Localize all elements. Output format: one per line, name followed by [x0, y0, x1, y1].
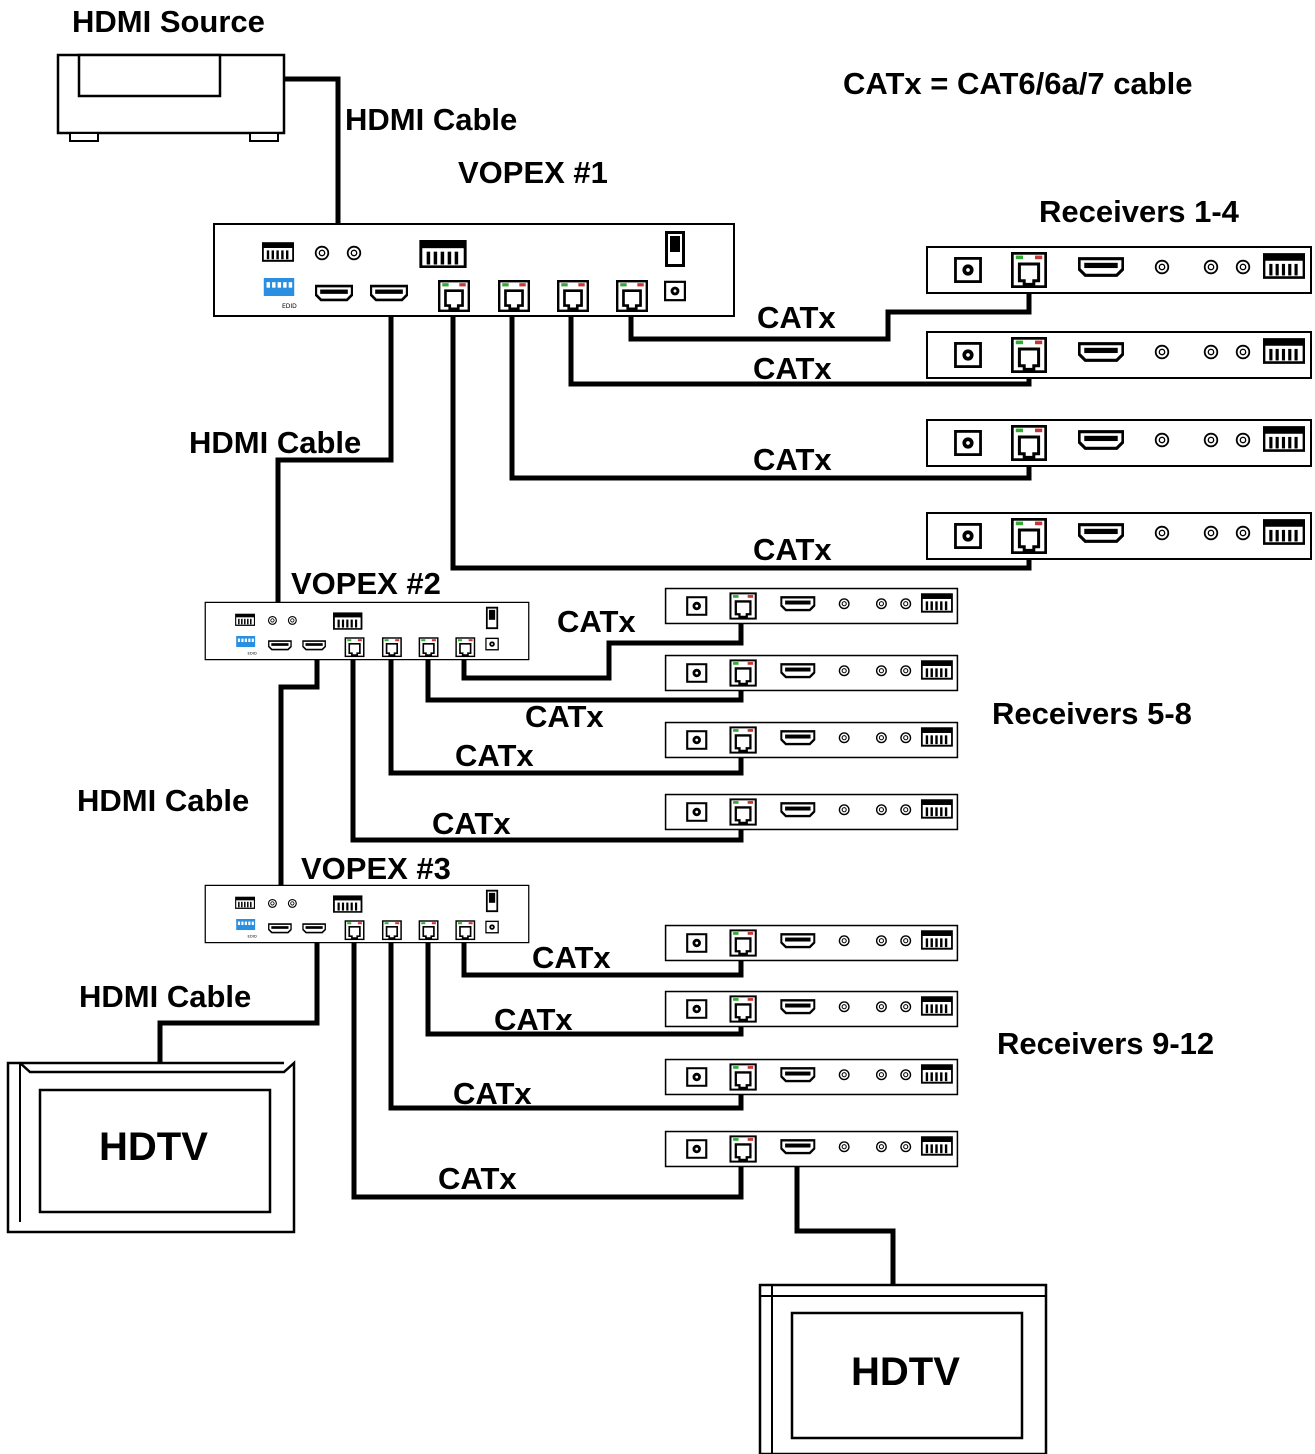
catx-label-rx2: CATx — [753, 351, 832, 386]
hdmi-cable-hdtv1 — [157, 932, 320, 1063]
hdmi-cable-label-4: HDMI Cable — [79, 979, 252, 1014]
catx-label-rx1: CATx — [757, 300, 836, 335]
hdtv-1-label: HDTV — [99, 1125, 208, 1169]
vopex-1-device — [214, 224, 734, 316]
hdmi-cable-label-3: HDMI Cable — [77, 783, 250, 818]
catx-label-rx11: CATx — [453, 1076, 532, 1111]
receiver-1 — [927, 247, 1311, 293]
catx-label-rx9: CATx — [532, 940, 611, 975]
hdtv-2-label: HDTV — [851, 1350, 960, 1394]
catx-label-rx7: CATx — [455, 738, 534, 773]
receiver-7 — [666, 723, 958, 758]
catx-rx8 — [350, 650, 744, 843]
catx-rx9 — [461, 932, 744, 978]
catx-label-rx3: CATx — [753, 442, 832, 477]
hdmi-cable-label-2: HDMI Cable — [189, 425, 362, 460]
receiver-2 — [927, 332, 1311, 378]
receiver-9 — [666, 926, 958, 961]
hdmi-cable-hdtv2 — [794, 1154, 896, 1285]
vopex-2-device — [205, 602, 529, 659]
receiver-12 — [666, 1132, 958, 1167]
hdmi-source-label: HDMI Source — [72, 4, 265, 39]
hdtv-1-device — [6, 1060, 296, 1234]
vopex-2-label: VOPEX #2 — [291, 566, 441, 601]
receiver-3 — [927, 420, 1311, 466]
catx-rx5 — [461, 618, 744, 681]
catx-label-rx10: CATx — [494, 1002, 573, 1037]
hdmi-cable-2-3 — [278, 650, 320, 930]
receivers-1-4-label: Receivers 1-4 — [1039, 194, 1239, 229]
receiver-11 — [666, 1060, 958, 1095]
catx-label-rx12: CATx — [438, 1161, 517, 1196]
receiver-6 — [666, 656, 958, 691]
catx-rx10 — [425, 932, 744, 1037]
catx-label-rx6: CATx — [525, 699, 604, 734]
catx-rx7 — [388, 650, 744, 776]
receiver-10 — [666, 992, 958, 1027]
catx-rx11 — [388, 932, 744, 1111]
receiver-8 — [666, 795, 958, 830]
catx-label-rx8: CATx — [432, 806, 511, 841]
catx-rx6 — [425, 650, 744, 703]
hdmi-cable-1-2 — [275, 294, 394, 648]
receiver-4 — [927, 513, 1311, 559]
hdmi-cable-label-1: HDMI Cable — [345, 102, 518, 137]
catx-label-rx5: CATx — [557, 604, 636, 639]
receivers-5-8-label: Receivers 5-8 — [992, 696, 1192, 731]
receivers-9-12-label: Receivers 9-12 — [997, 1026, 1215, 1061]
catx-label-rx4: CATx — [753, 532, 832, 567]
hdmi-cable-source — [284, 76, 341, 294]
cable-legend: CATx = CAT6/6a/7 cable — [843, 66, 1193, 101]
receiver-5 — [666, 589, 958, 624]
hdmi-source-device — [56, 53, 286, 142]
catx-rx1 — [628, 278, 1032, 342]
vopex-3-device — [205, 885, 529, 942]
hdtv-2-device — [758, 1283, 1048, 1454]
vopex-3-label: VOPEX #3 — [301, 851, 451, 886]
catx-rx12 — [351, 932, 744, 1200]
cables — [157, 76, 1032, 1285]
vopex-1-label: VOPEX #1 — [458, 155, 608, 190]
